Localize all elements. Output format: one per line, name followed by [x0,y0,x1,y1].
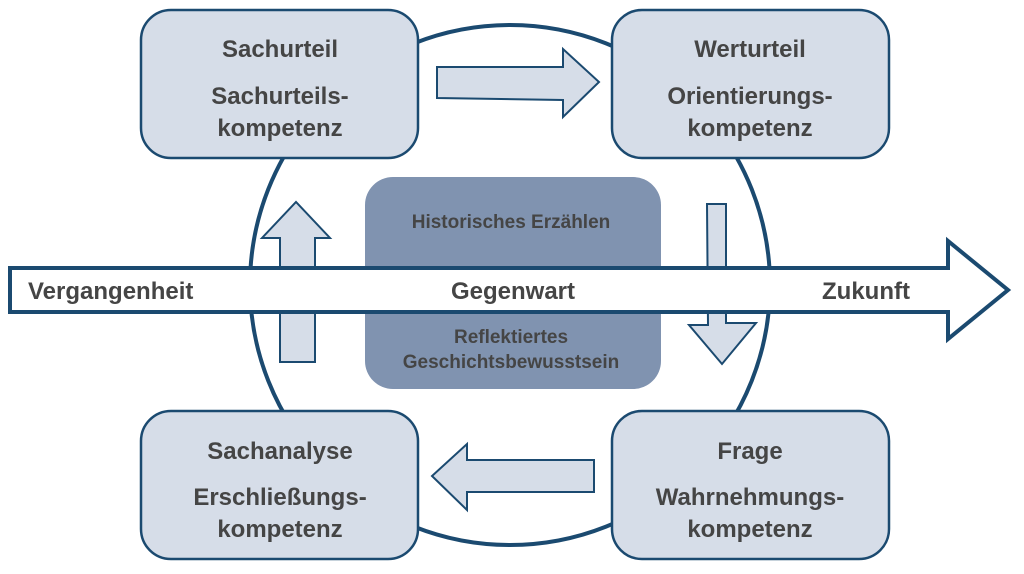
arrow-right-icon [436,46,601,120]
box-line: kompetenz [217,115,342,142]
center-top-label: Historisches Erzählen [412,212,611,233]
arrow-left-icon [430,441,595,513]
box-line: kompetenz [217,516,342,543]
timeline-past: Vergangenheit [28,278,193,305]
box-title: Werturteil [694,36,806,63]
center-bottom-label-1: Reflektiertes [454,327,568,348]
box-title: Sachurteil [222,36,338,63]
box-line: Sachurteils- [211,83,348,110]
box-line: kompetenz [687,115,812,142]
box-line: kompetenz [687,516,812,543]
box-line: Orientierungs- [667,83,832,110]
center-bottom-label-2: Geschichtsbewusstsein [403,352,619,373]
timeline-arrow [8,236,1012,344]
box-title: Sachanalyse [207,438,352,465]
box-werturteil: Werturteil Orientierungs- kompetenz [610,8,891,160]
box-sachanalyse: Sachanalyse Erschließungs- kompetenz [139,409,420,561]
box-line: Erschließungs- [193,484,366,511]
box-frage: Frage Wahrnehmungs- kompetenz [610,409,891,561]
timeline-present: Gegenwart [451,278,575,305]
box-sachurteil: Sachurteil Sachurteils- kompetenz [139,8,420,160]
timeline-future: Zukunft [822,278,910,305]
box-title: Frage [717,438,782,465]
box-line: Wahrnehmungs- [656,484,844,511]
